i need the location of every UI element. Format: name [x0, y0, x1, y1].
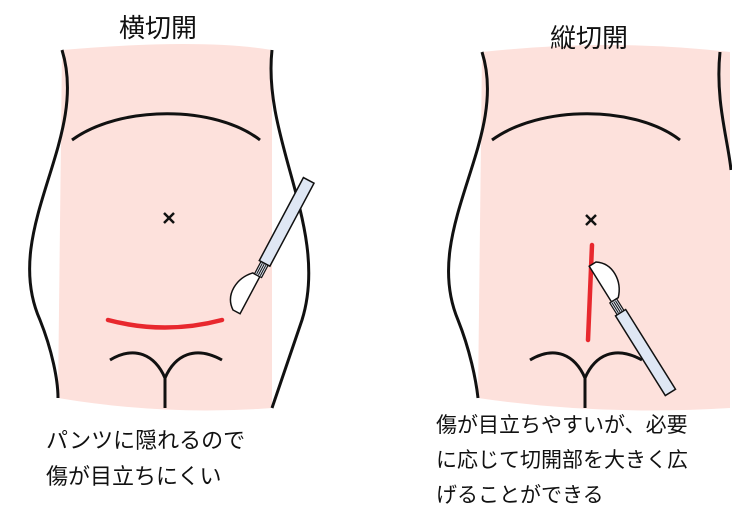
right-caption-line-3: げることができる	[436, 478, 732, 513]
right-abdomen	[448, 45, 731, 410]
left-caption-line-1: パンツに隠れるので	[46, 424, 245, 460]
right-title: 縦切開	[550, 18, 628, 55]
left-abdomen	[30, 44, 314, 410]
right-caption-line-1: 傷が目立ちやすいが、必要	[436, 408, 732, 443]
left-abdomen-skin	[58, 44, 272, 410]
right-caption: 傷が目立ちやすいが、必要 に応じて切開部を大きく広 げることができる	[436, 408, 732, 513]
left-title: 横切開	[119, 8, 197, 45]
left-caption-line-2: 傷が目立ちにくい	[46, 460, 245, 496]
left-caption: パンツに隠れるので 傷が目立ちにくい	[46, 424, 245, 496]
right-caption-line-2: に応じて切開部を大きく広	[436, 443, 732, 478]
